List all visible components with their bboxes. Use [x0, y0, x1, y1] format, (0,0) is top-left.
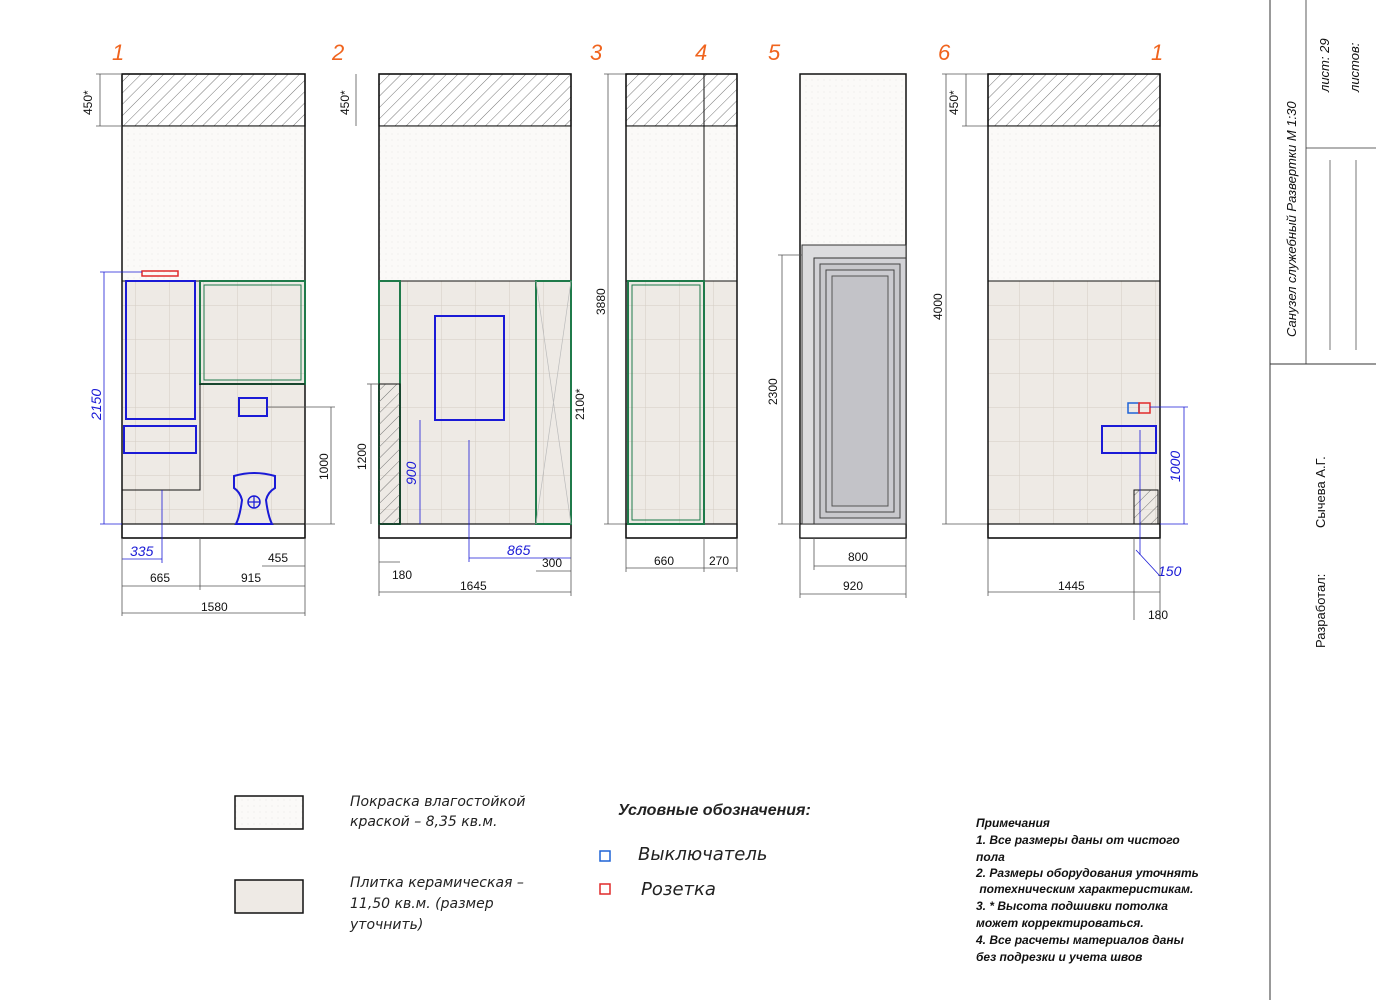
dim-seg-c: 455 — [268, 551, 288, 565]
switch-symbol — [599, 850, 611, 862]
notes: Примечания 1. Все размеры даны от чистог… — [975, 816, 1199, 964]
wall-number: 2 — [331, 40, 344, 65]
legend-tile-swatch — [234, 879, 304, 914]
legend-paint-line2: краской – 8,35 кв.м. — [350, 814, 497, 830]
dim-height: 1000 — [1167, 451, 1183, 482]
dim-seg-a: 660 — [654, 554, 674, 568]
note-line: 2. Размеры оборудования уточнять — [975, 866, 1199, 880]
wall-5-elevation: 5 2300 800 920 — [766, 40, 907, 598]
legend-tile-line2: 11,50 кв.м. (размер — [350, 896, 494, 912]
socket-symbol — [599, 883, 611, 895]
legend-tile-line3: уточнить) — [349, 917, 423, 933]
dim-top-strip: 450* — [947, 90, 961, 115]
dim-offset-a: 150 — [1158, 563, 1182, 579]
sheets-count: листов: — [1347, 42, 1362, 93]
dim-seg-a: 665 — [150, 571, 170, 585]
dim-door: 800 — [848, 550, 868, 564]
dim-offset-b: 865 — [507, 542, 531, 558]
wall-number: 5 — [768, 40, 781, 65]
dim-total: 920 — [843, 579, 863, 593]
dim-height: 2150 — [88, 389, 104, 421]
legend-paint-line1: Покраска влагостойкой — [350, 794, 526, 810]
note-line: потехническим характеристикам. — [976, 882, 1193, 896]
dim-height2: 900 — [403, 461, 419, 485]
switch-label: Выключатель — [638, 844, 767, 865]
wall-number: 1 — [1151, 40, 1163, 65]
dim-offset-b: 180 — [1148, 608, 1168, 622]
symbols-title: Условные обозначения: — [618, 802, 811, 819]
legend-paint-swatch — [234, 795, 304, 830]
wall-number: 6 — [938, 40, 951, 65]
wall-number-3: 3 — [590, 40, 603, 65]
dim-side: 2100* — [573, 388, 587, 420]
title-block: Санузел служебный Развертки М 1:30 лист:… — [1269, 0, 1376, 1000]
wall-1-elevation: 1 450* 2150 1000 335 455 — [81, 40, 335, 616]
note-line: 4. Все расчеты материалов даны — [975, 933, 1185, 947]
dim-seg-b: 270 — [709, 554, 729, 568]
dim-top-strip: 450* — [338, 90, 352, 115]
dim-total-height: 4000 — [931, 293, 945, 320]
notes-title: Примечания — [976, 816, 1050, 830]
wall-2-elevation: 2 3 450* 1200 900 865 180 300 1645 2100* — [331, 40, 626, 596]
dim-offset-c: 300 — [542, 556, 562, 570]
sheet-number: лист: 29 — [1317, 38, 1332, 93]
legend: Покраска влагостойкой краской – 8,35 кв.… — [234, 794, 811, 933]
sheet-title: Санузел служебный Развертки М 1:30 — [1284, 101, 1299, 337]
dim-total: 1580 — [201, 600, 228, 614]
legend-tile-line1: Плитка керамическая – — [350, 875, 524, 891]
wall-6-elevation: 6 4000 450* — [931, 40, 988, 525]
dim-height: 2300 — [766, 378, 780, 405]
note-line: пола — [976, 850, 1005, 864]
dim-top-strip: 450* — [81, 90, 95, 115]
wall-4-elevation: 4 660 270 — [625, 40, 738, 572]
dim-height: 1200 — [355, 443, 369, 470]
dim-total: 1445 — [1058, 579, 1085, 593]
dim-offset-a: 180 — [392, 568, 412, 582]
socket-label: Розетка — [641, 879, 716, 900]
wall-number: 1 — [112, 40, 124, 65]
wall-number: 4 — [695, 40, 707, 65]
dim-total-height: 3880 — [594, 288, 608, 315]
dim-height2: 1000 — [317, 453, 331, 480]
developed-label: Разработал: — [1313, 574, 1328, 648]
note-line: 1. Все размеры даны от чистого — [976, 833, 1180, 847]
note-line: 3. * Высота подшивки потолка — [976, 899, 1168, 913]
dim-seg-b: 915 — [241, 571, 261, 585]
dim-offset: 335 — [130, 543, 154, 559]
author-name: Сычева А.Г. — [1313, 456, 1328, 528]
dim-total: 1645 — [460, 579, 487, 593]
note-line: может корректироваться. — [976, 916, 1144, 930]
note-line: без подрезки и учета швов — [976, 950, 1142, 964]
wall-1b-elevation: 1 1000 150 1445 180 — [987, 40, 1188, 622]
